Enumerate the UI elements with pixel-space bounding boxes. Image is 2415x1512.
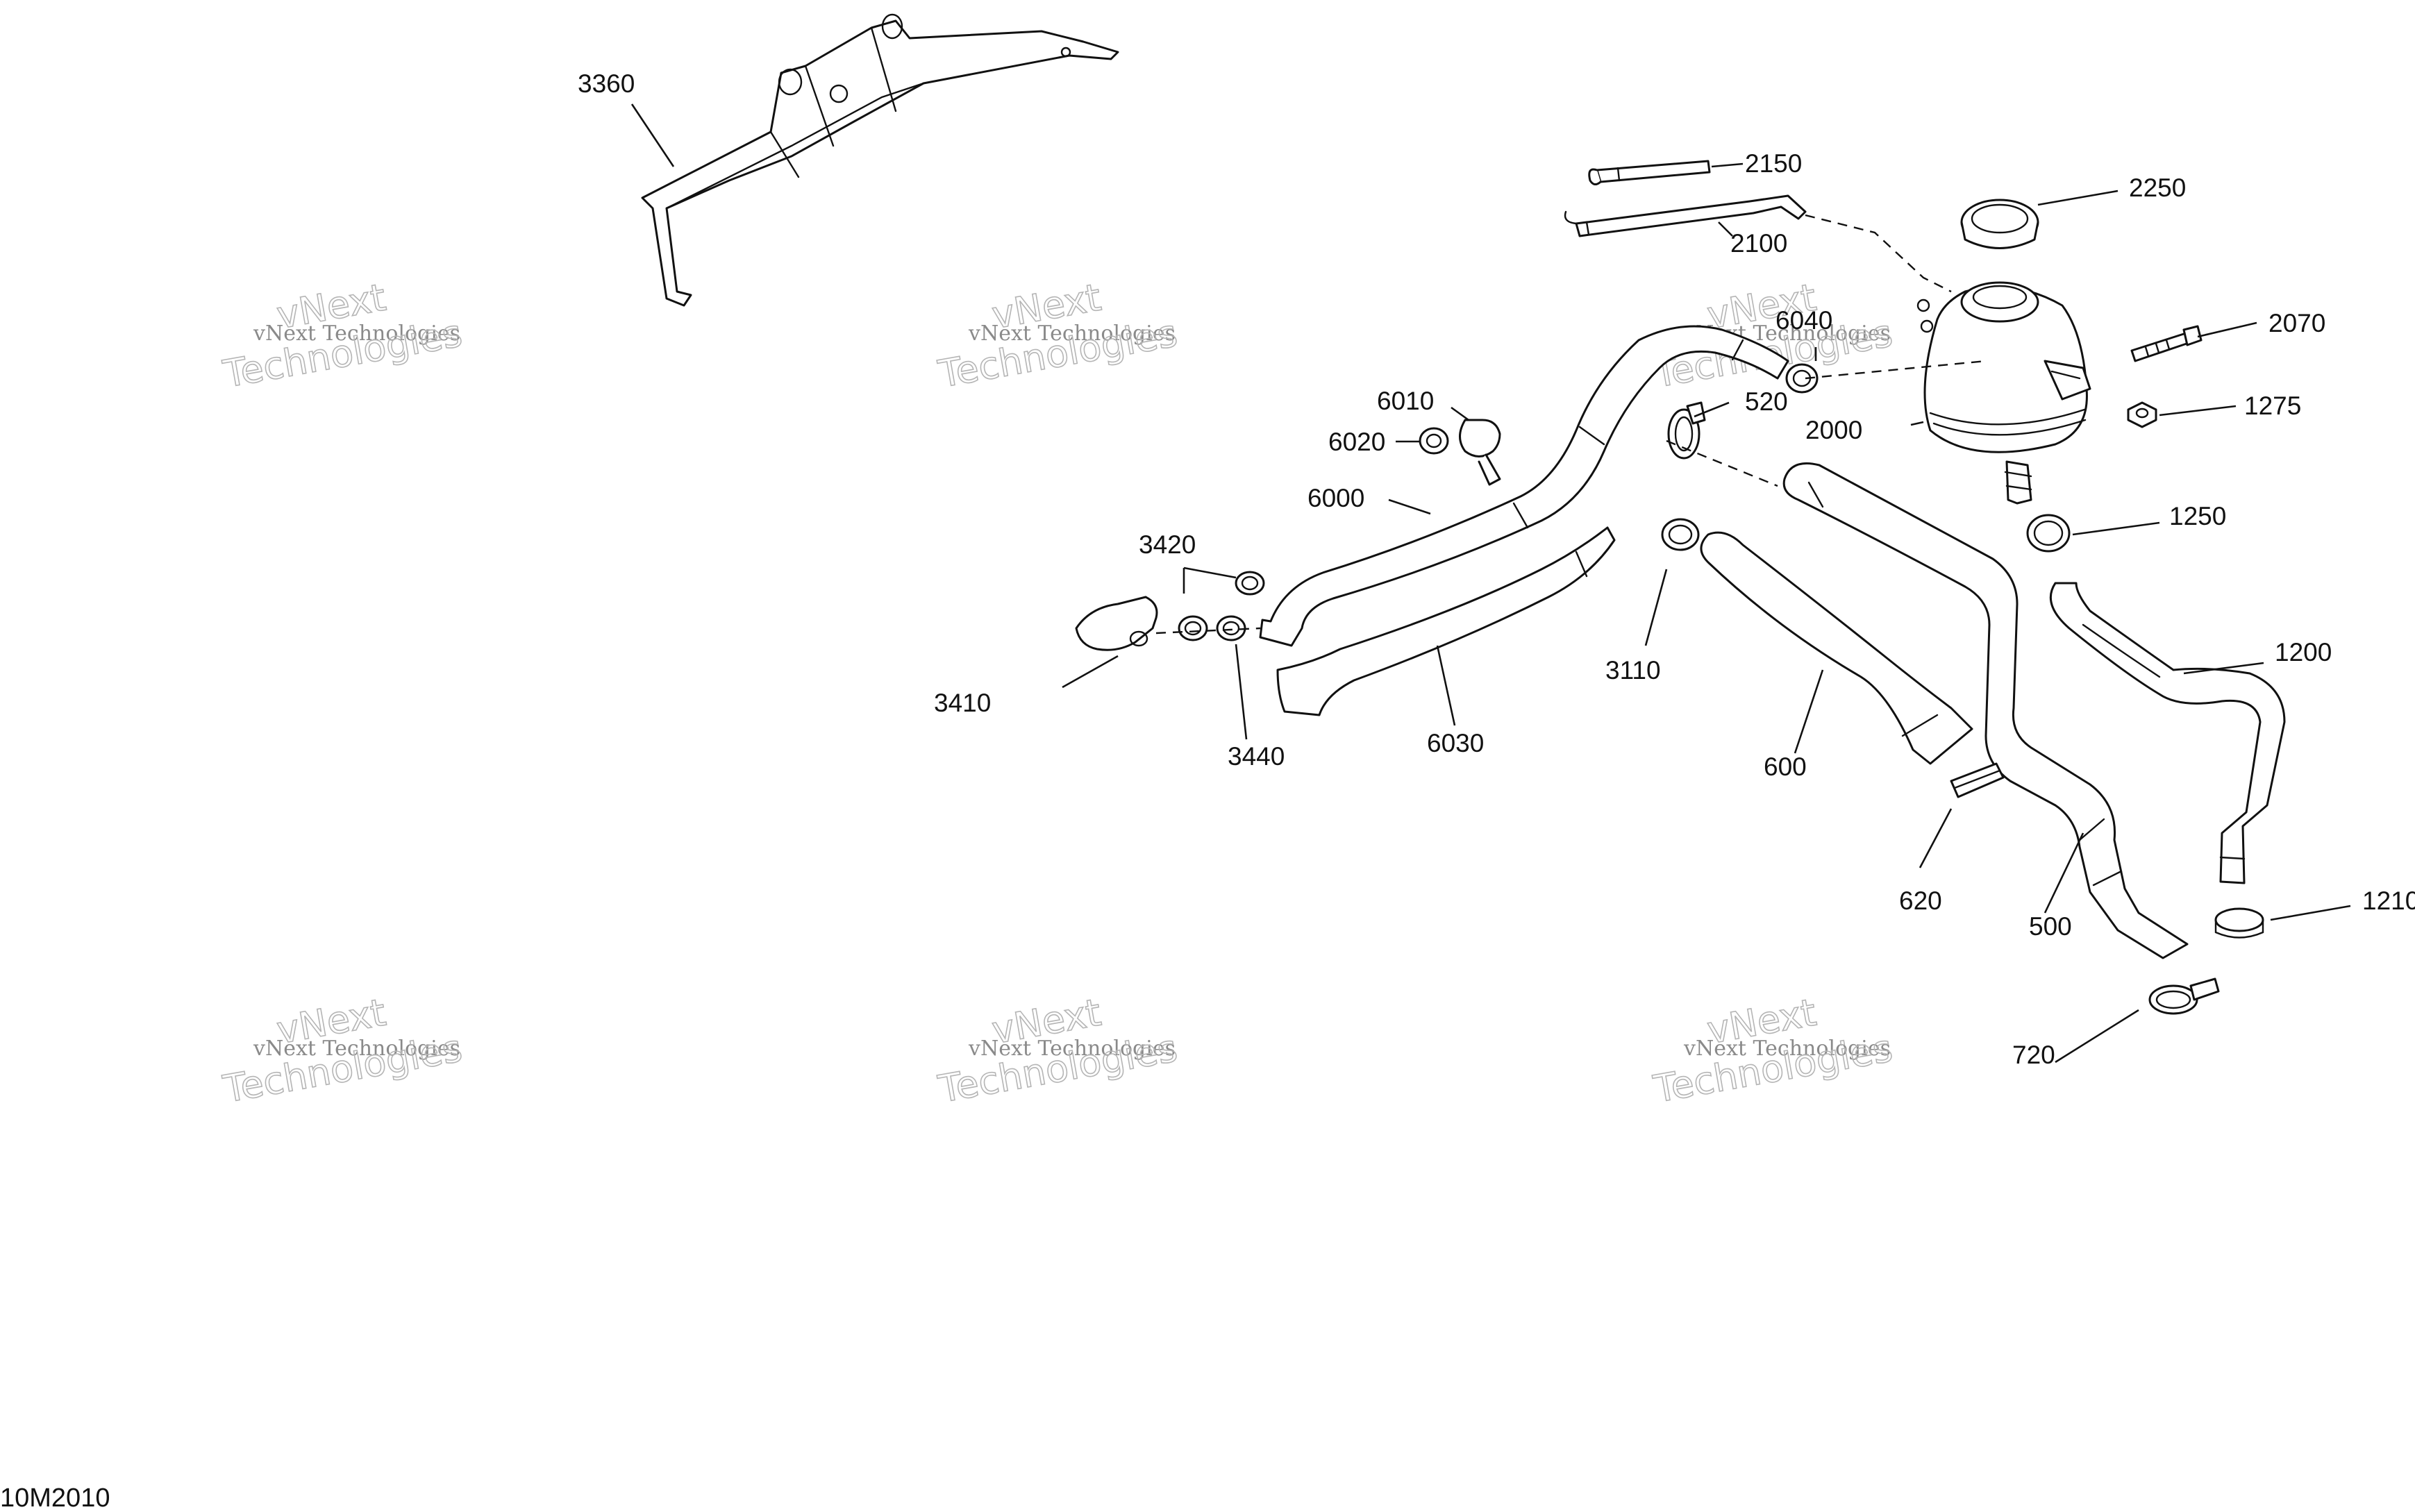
part-3410-elbow	[1075, 596, 1158, 651]
watermark-6: vNext vNext Technologies Technologies	[1650, 990, 1896, 1112]
assembly-lines	[1155, 214, 1987, 635]
part-720-clamp	[2148, 977, 2220, 1015]
callout-6030: 6030	[1427, 729, 1484, 757]
part-2000-reservoir	[1916, 281, 2091, 505]
callout-2150: 2150	[1745, 149, 1802, 178]
svg-text:vNext Technologies: vNext Technologies	[1683, 1036, 1891, 1061]
part-2070-bolt	[2130, 325, 2203, 362]
watermark-2: vNext vNext Technologies Technologies	[935, 275, 1181, 397]
part-6000-hose	[1259, 325, 1789, 647]
part-1210-clamp	[2214, 907, 2264, 939]
part-2150-tube	[1588, 160, 1711, 185]
callout-500: 500	[2029, 912, 2072, 941]
svg-text:vNext Technologies: vNext Technologies	[253, 1036, 460, 1061]
part-520-clamp	[1667, 401, 1706, 460]
part-620-clamp	[1950, 762, 2005, 798]
part-1275-nut	[2127, 401, 2157, 428]
part-600-hose	[1700, 531, 1973, 765]
callout-3420: 3420	[1139, 530, 1196, 559]
part-1250-clamp	[2026, 514, 2071, 553]
callout-1250: 1250	[2169, 502, 2226, 530]
part-3110-clamp	[1661, 518, 1700, 551]
callout-2250: 2250	[2129, 174, 2186, 202]
watermark-4: vNext vNext Technologies Technologies	[219, 990, 466, 1112]
callout-3440: 3440	[1228, 742, 1285, 771]
watermark-5: vNext vNext Technologies Technologies	[935, 990, 1181, 1112]
part-3440-clamp-a	[1178, 615, 1208, 641]
callout-3110: 3110	[1605, 656, 1661, 684]
part-3440-clamp-b	[1216, 615, 1246, 641]
callout-2070: 2070	[2268, 309, 2325, 337]
callout-6000: 6000	[1307, 484, 1364, 512]
svg-text:vNext Technologies: vNext Technologies	[968, 321, 1176, 346]
watermark-1: vNext vNext Technologies Technologies	[219, 275, 466, 397]
part-3360-bracket	[641, 13, 1119, 307]
callout-6040: 6040	[1775, 306, 1832, 335]
part-6010-clip	[1459, 419, 1501, 486]
callout-600: 600	[1764, 753, 1807, 781]
svg-text:vNext Technologies: vNext Technologies	[253, 321, 460, 346]
callout-6010: 6010	[1377, 387, 1434, 415]
callout-2000: 2000	[1805, 416, 1862, 444]
callout-720: 720	[2012, 1041, 2055, 1069]
svg-text:vNext Technologies: vNext Technologies	[968, 1036, 1176, 1061]
part-6020-grommet	[1419, 427, 1449, 455]
callout-3410: 3410	[934, 689, 991, 717]
callout-1275: 1275	[2244, 392, 2301, 420]
part-2250-cap	[1960, 199, 2039, 249]
part-2100-tube	[1564, 194, 1807, 237]
callout-1210: 1210	[2362, 887, 2415, 915]
part-3420-clamp	[1235, 571, 1265, 596]
part-500-hose	[1782, 462, 2189, 959]
callout-3360: 3360	[578, 69, 635, 98]
part-1200-hose	[2049, 582, 2286, 884]
callout-520: 520	[1745, 387, 1788, 416]
diagram-code: 10M2010	[0, 1484, 110, 1512]
part-6040-clamp	[1785, 363, 1819, 394]
callout-labels: 3360 2150 2100 2250 2070 1275 6040 520 2…	[578, 69, 2415, 1069]
callout-1200: 1200	[2275, 638, 2332, 666]
part-6030-hose	[1276, 526, 1616, 716]
callout-6020: 6020	[1328, 428, 1385, 456]
callout-620: 620	[1899, 887, 1942, 915]
leader-lines	[630, 103, 2351, 1064]
callout-2100: 2100	[1730, 229, 1787, 258]
